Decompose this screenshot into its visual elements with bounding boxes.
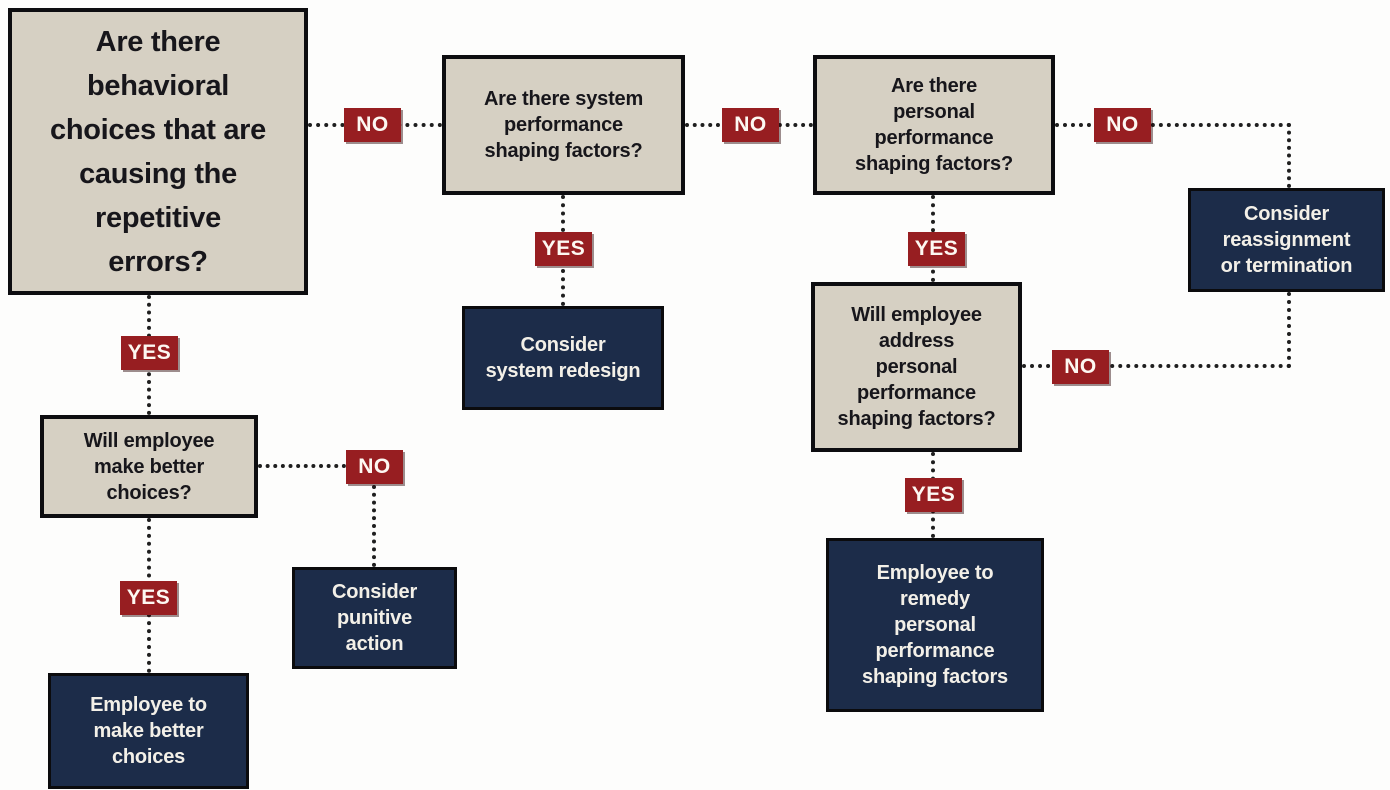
- no-badge-personal-to-reassignment: NO: [1094, 108, 1151, 142]
- decision-better-choices: Will employee make better choices?: [40, 415, 258, 518]
- action-system-redesign: Consider system redesign: [462, 306, 664, 410]
- no-badge-better-choices-to-punitive: NO: [346, 450, 403, 484]
- action-punitive-label: Consider punitive action: [331, 581, 418, 655]
- yes-badge-better-choices-to-employee: YES: [120, 581, 177, 615]
- decision-personal-psf: Are there personal performance shaping f…: [813, 55, 1055, 195]
- decision-behavioral-choices-label: Are there behavioral choices that are ca…: [49, 25, 266, 278]
- yes-badge-personal-to-address: YES: [908, 232, 965, 266]
- action-employee-better-choices-label: Employee to make better choices: [90, 694, 207, 768]
- decision-better-choices-label: Will employee make better choices?: [83, 429, 215, 504]
- yes-badge-behavioral-to-better-choices: YES: [121, 336, 178, 370]
- connector-address-psf-to-reassignment-vertical: [1287, 292, 1291, 368]
- action-remedy-psf: Employee to remedy personal performance …: [826, 538, 1044, 712]
- decision-system-psf: Are there system performance shaping fac…: [442, 55, 685, 195]
- decision-address-psf: Will employee address personal performan…: [811, 282, 1022, 452]
- action-remedy-psf-label: Employee to remedy personal performance …: [862, 562, 1008, 688]
- no-badge-behavioral-to-system: NO: [344, 108, 401, 142]
- connector-address-psf-to-reassignment-horizontal: [1022, 364, 1291, 368]
- no-badge-address-to-reassignment: NO: [1052, 350, 1109, 384]
- connector-better-choices-to-punitive-horizontal: [258, 464, 346, 468]
- yes-badge-system-to-redesign: YES: [535, 232, 592, 266]
- connector-personal-psf-to-reassignment-vertical: [1287, 123, 1291, 188]
- action-system-redesign-label: Consider system redesign: [485, 334, 641, 382]
- action-reassignment-termination-label: Consider reassignment or termination: [1220, 203, 1353, 277]
- connector-better-choices-to-punitive-vertical: [372, 485, 376, 567]
- decision-address-psf-label: Will employee address personal performan…: [837, 304, 996, 430]
- action-employee-better-choices: Employee to make better choices: [48, 673, 249, 789]
- action-punitive: Consider punitive action: [292, 567, 457, 669]
- connector-personal-psf-to-reassignment-horizontal: [1055, 123, 1291, 127]
- decision-behavioral-choices: Are there behavioral choices that are ca…: [8, 8, 308, 295]
- no-badge-system-to-personal: NO: [722, 108, 779, 142]
- decision-system-psf-label: Are there system performance shaping fac…: [483, 88, 644, 162]
- yes-badge-address-to-remedy: YES: [905, 478, 962, 512]
- action-reassignment-termination: Consider reassignment or termination: [1188, 188, 1385, 292]
- decision-personal-psf-label: Are there personal performance shaping f…: [855, 75, 1013, 175]
